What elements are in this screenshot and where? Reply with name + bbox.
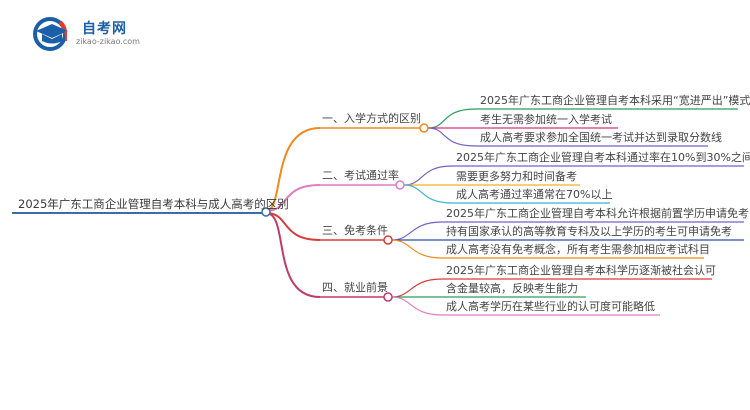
branch-node-dot — [419, 123, 429, 133]
leaf-label: 成人高考没有免考概念，所有考生需参加相应考试科目 — [446, 243, 710, 256]
branch-label-exemption: 三、免考条件 — [322, 224, 388, 237]
branch-node-dot — [383, 292, 393, 302]
logo-title: 自考网 — [82, 21, 127, 37]
leaf-label: 持有国家承认的高等教育专科及以上学历的考生可申请免考 — [446, 225, 732, 238]
leaf-label: 2025年广东工商企业管理自考本科允许根据前置学历申请免考 — [446, 207, 749, 220]
root-node-dot — [261, 207, 271, 217]
leaf-label: 含金量较高，反映考生能力 — [446, 282, 578, 295]
branch-node-dot — [395, 180, 405, 190]
graduation-cap-icon — [33, 17, 68, 51]
site-logo[interactable]: 自考网 zikao-zikao.com — [30, 14, 150, 54]
leaf-label: 成人高考学历在某些行业的认可度可能略低 — [446, 300, 655, 313]
leaf-label: 2025年广东工商企业管理自考本科学历逐渐被社会认可 — [446, 264, 716, 277]
leaf-label: 2025年广东工商企业管理自考本科通过率在10%到30%之间 — [456, 151, 750, 164]
branch-label-pass-rate: 二、考试通过率 — [322, 169, 399, 182]
leaf-label: 需要更多努力和时间备考 — [456, 170, 577, 183]
branch-label-admission: 一、入学方式的区别 — [322, 112, 421, 125]
leaf-label: 成人高考要求参加全国统一考试并达到录取分数线 — [480, 131, 722, 144]
logo-url: zikao-zikao.com — [76, 37, 140, 46]
branch-node-dot — [383, 235, 393, 245]
leaf-label: 考生无需参加统一入学考试 — [480, 113, 612, 126]
root-node-label: 2025年广东工商企业管理自考本科与成人高考的区别 — [18, 197, 289, 211]
leaf-label: 2025年广东工商企业管理自考本科采用“宽进严出”模式 — [480, 94, 750, 107]
branch-label-employment: 四、就业前景 — [322, 281, 388, 294]
leaf-label: 成人高考通过率通常在70%以上 — [456, 188, 613, 201]
